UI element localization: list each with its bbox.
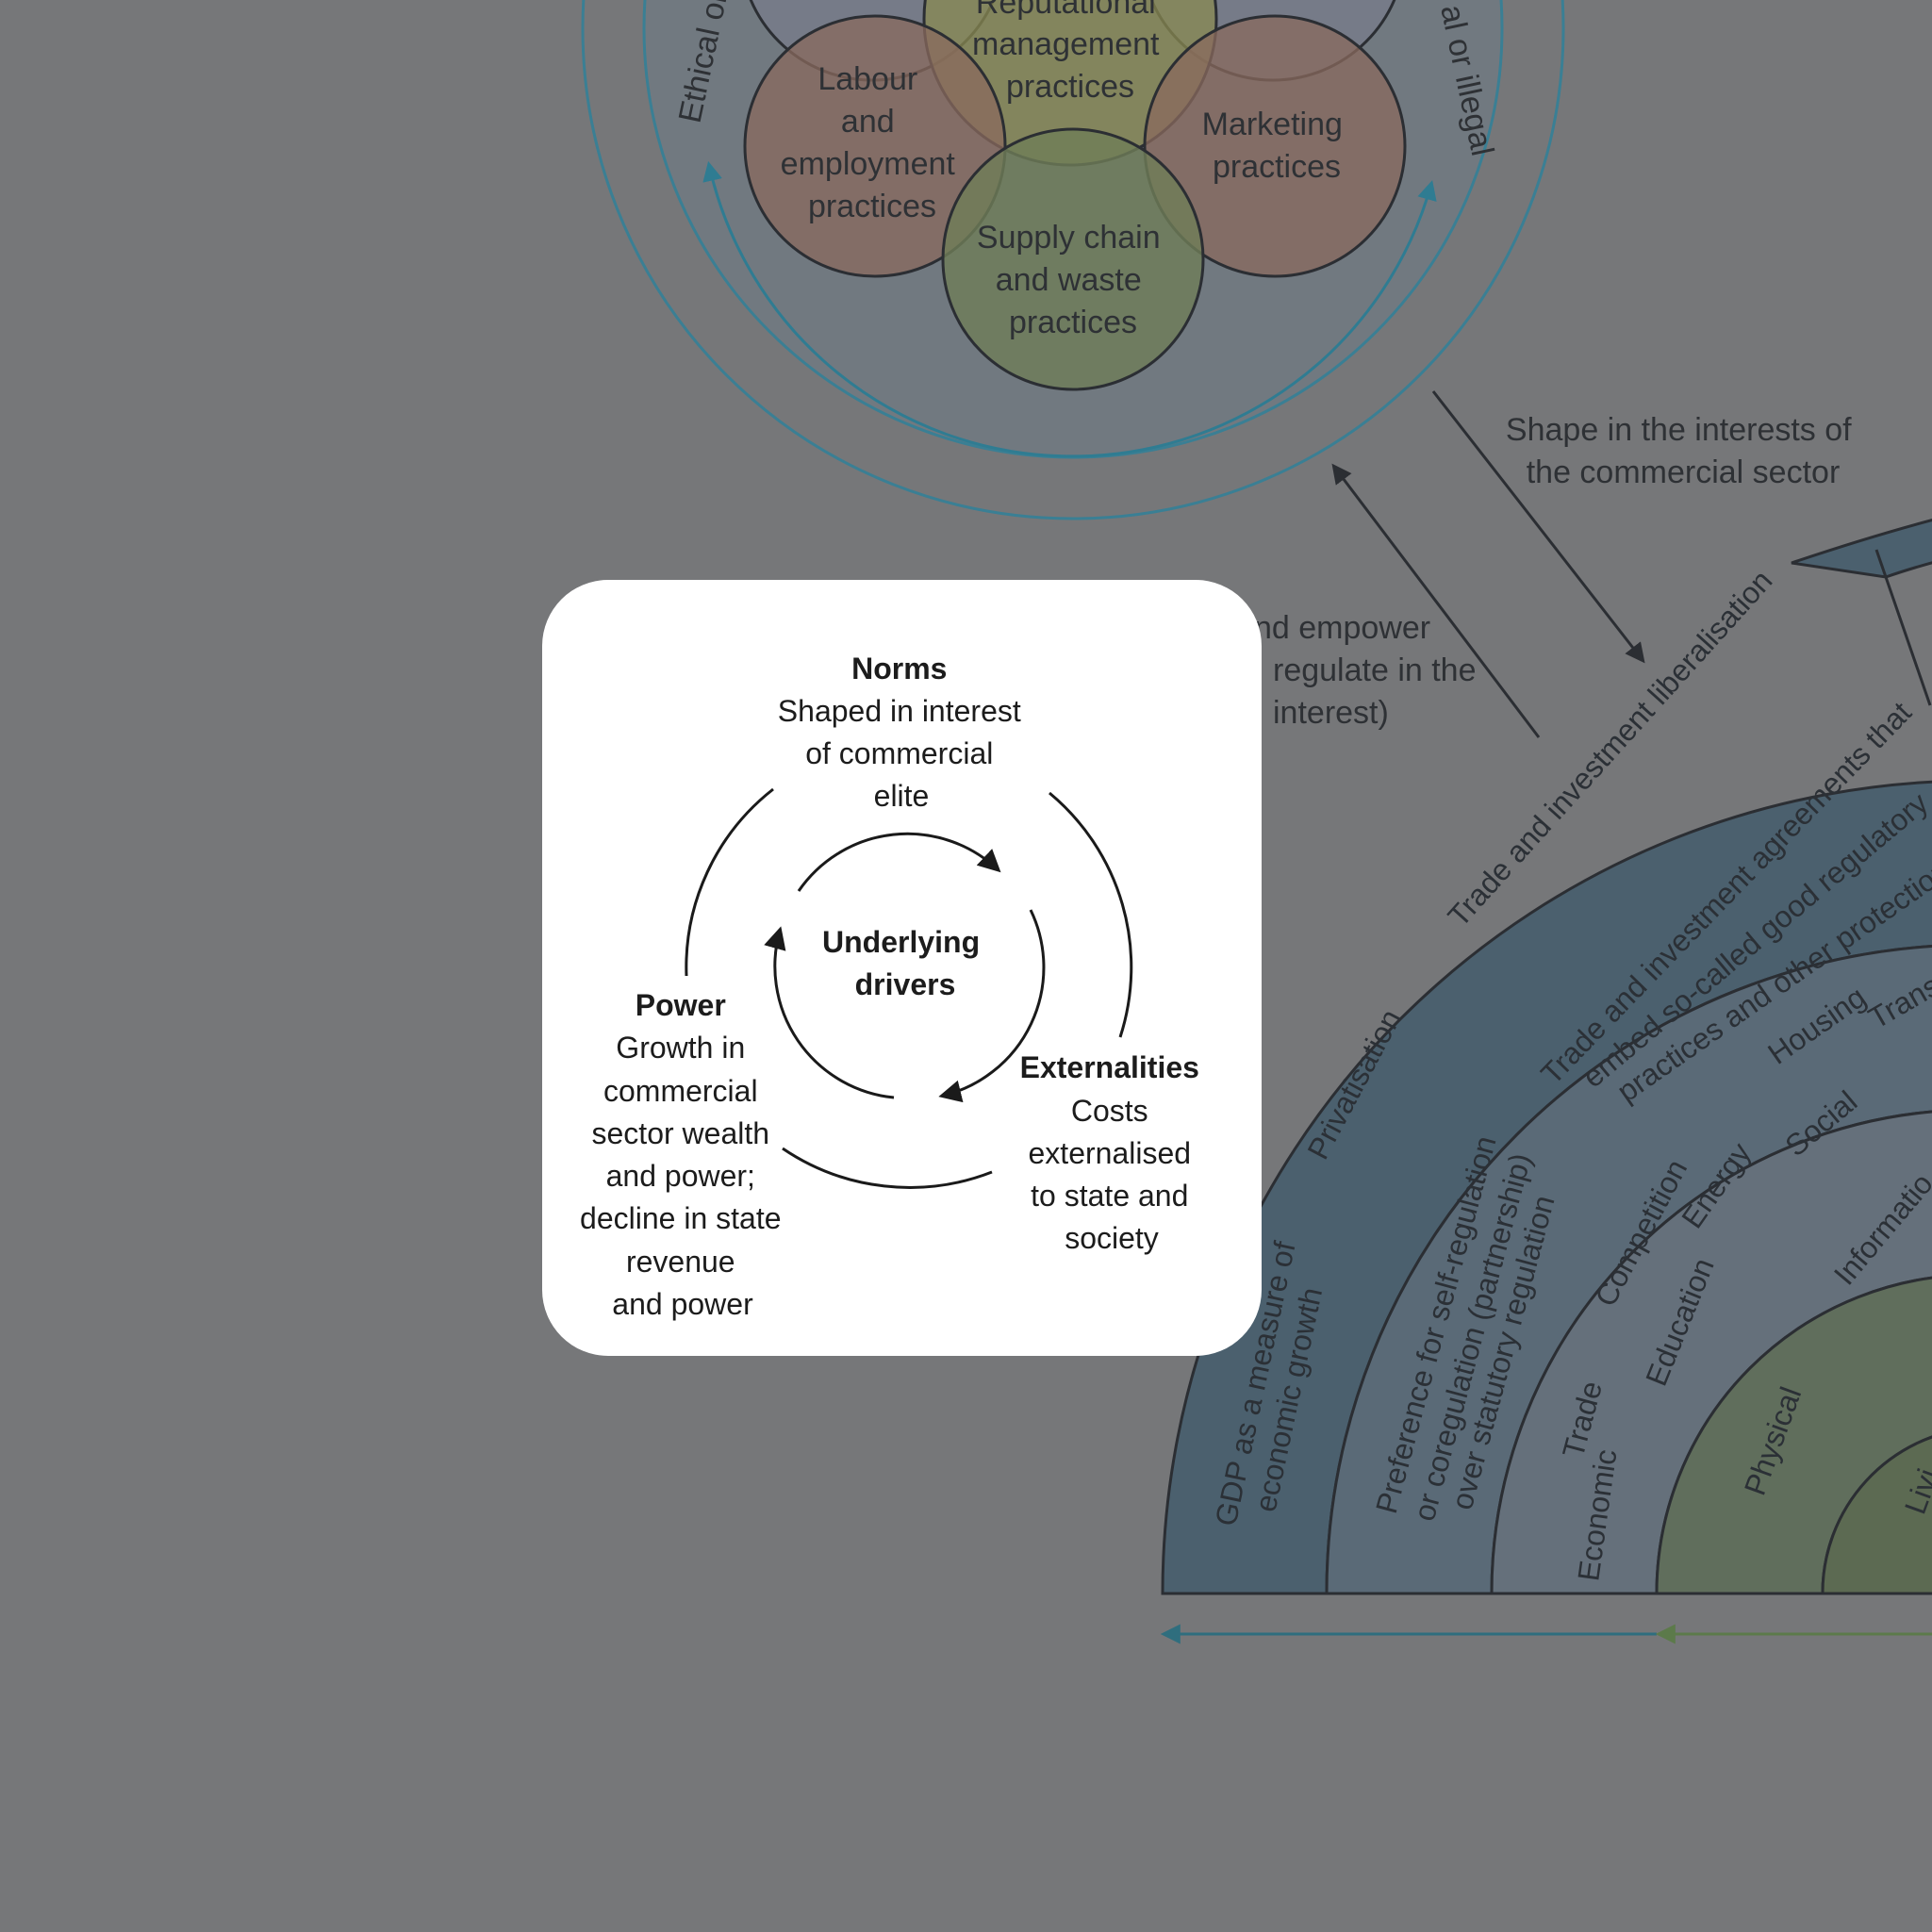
power-block: Power Growth in commercial sector wealth… — [580, 988, 785, 1321]
venn-circle-marketing — [1143, 14, 1407, 278]
outer-arc-right — [1049, 791, 1133, 1038]
venn-label-reputational: Reputational management practices — [972, 0, 1168, 105]
fan-top-band — [1791, 519, 1932, 579]
arrow-empower-up — [1331, 463, 1541, 738]
outer-arc-left — [685, 787, 774, 977]
externalities-block: Externalities Costs externalised to stat… — [1020, 1050, 1204, 1255]
venn-label-supply-chain: Supply chain and waste practices — [977, 220, 1169, 340]
card-background — [542, 580, 1262, 1356]
drivers-card: Underlying drivers Norms Shaped in inter… — [542, 580, 1262, 1356]
fan-divider-outer — [1874, 549, 1932, 706]
venn-outer-ring — [581, 0, 1565, 520]
outer-arc-bottom — [782, 1147, 993, 1189]
fan-band-core — [1821, 1435, 1932, 1595]
arrow-shape-down — [1431, 390, 1645, 664]
inner-arc-top — [797, 832, 1001, 892]
inner-arc-right — [938, 909, 1046, 1103]
venn-circle-labour — [743, 14, 1007, 278]
norms-block: Norms Shaped in interest of commercial e… — [778, 652, 1025, 813]
center-label: Underlying drivers — [822, 925, 988, 1001]
label-shape-interests: Shape in the interests of the commercial… — [1506, 412, 1860, 490]
label-empower-regulate: nd empower regulate in the interest) — [1254, 610, 1485, 731]
connector-arrows: Shape in the interests of the commercial… — [1254, 390, 1860, 738]
ring-arrow-curve — [702, 160, 1437, 458]
inner-arc-left — [764, 926, 895, 1099]
venn-circle-supply-chain — [941, 127, 1205, 391]
venn-group: Reputational management practices Labour… — [581, 0, 1565, 520]
